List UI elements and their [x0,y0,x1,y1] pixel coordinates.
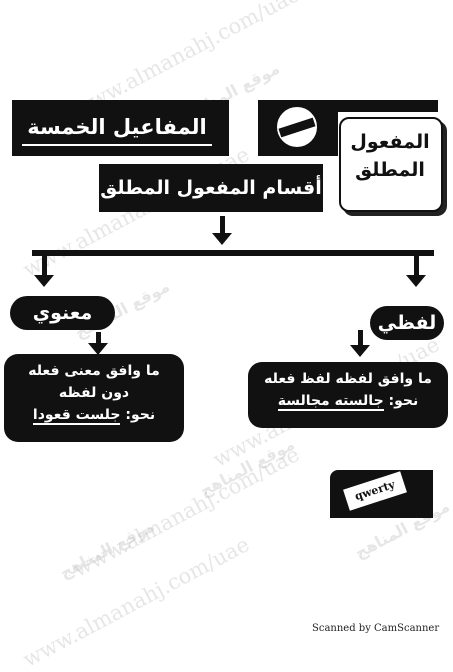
branch-label-semantic: معنوي [10,296,115,330]
stamp-icon [274,104,320,150]
definition-semantic: ما وافق معنى فعله دون لفظه نحو: جلست قعو… [4,354,184,442]
semantic-line2: دون لفظه [58,385,130,401]
watermark-arabic-3: موقع المناهج [196,434,298,501]
scanner-footer: Scanned by CamScanner [312,623,440,634]
verbal-line1: ما وافق لفظه لفظ فعله [264,371,432,387]
arrow-semantic-stem [96,332,101,344]
title-card-text: المفعول المطلق [345,128,435,184]
semantic-example-text: جلست قعودا [32,407,121,425]
arrow-down-icon [406,275,426,287]
tree-branch-line [32,250,434,256]
arrow-down-icon [212,233,232,245]
arrow-verbal-stem [358,330,363,346]
card-title-line2: المطلق [355,159,425,181]
header-tab-strip [338,100,438,112]
branch-label-verbal: لفظي [370,306,444,340]
header-bar [12,100,229,156]
arrow-left-branch-stem [42,256,47,276]
arrow-down-icon [350,345,370,357]
arrow-down-icon-stem [220,216,225,234]
card-title-line1: المفعول [350,131,430,153]
section-title: أقسام المفعول المطلق [99,164,323,212]
watermark-url-5: www.almanahj.com/uae [19,532,254,672]
verbal-example-text: جالسته مجالسة [277,393,384,411]
watermark-url-4: www.almanahj.com/uae [69,442,304,582]
verbal-example: نحو: جالسته مجالسة [248,390,448,412]
arrow-right-branch-stem [414,256,419,276]
semantic-example-prefix: نحو: [120,407,156,423]
watermark-arabic-4: موقع المناهج [56,516,158,583]
header-title: المفاعيل الخمسة [22,110,212,146]
semantic-line1: ما وافق معنى فعله [28,363,160,379]
arrow-down-icon [88,343,108,355]
verbal-example-prefix: نحو: [383,393,419,409]
title-card [339,117,443,212]
semantic-example: نحو: جلست قعودا [4,404,184,426]
definition-verbal: ما وافق لفظه لفظ فعله نحو: جالسته مجالسة [248,362,448,428]
arrow-down-icon [34,275,54,287]
